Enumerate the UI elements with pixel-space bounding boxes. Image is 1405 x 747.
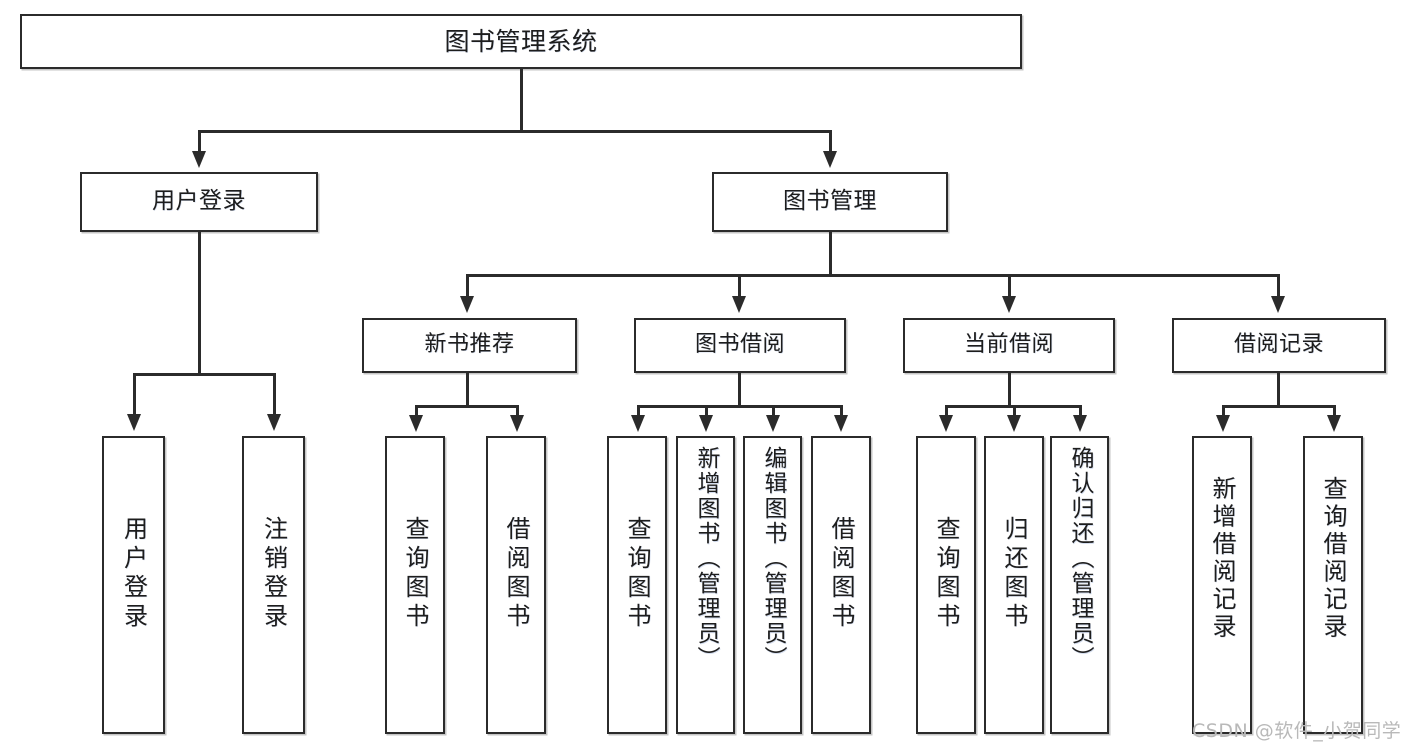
leaf-query-book-3[interactable]: 查询图书 <box>916 436 976 734</box>
node-label: 图书管理 <box>783 188 877 215</box>
connector-bookmanage-drop-1 <box>466 274 469 297</box>
connector-newbook-drop-2 <box>516 405 519 416</box>
node-book-borrow[interactable]: 图书借阅 <box>634 318 846 373</box>
node-borrow-record[interactable]: 借阅记录 <box>1172 318 1386 373</box>
arrowhead-borrow-record <box>1271 296 1285 313</box>
connector-userlogin-drop-1 <box>133 373 136 415</box>
node-label: 查询图书 <box>401 516 429 632</box>
node-label: 借阅图书 <box>827 516 855 632</box>
connector-borrowrecord-drop-2 <box>1333 405 1336 416</box>
arrowhead-new-book-recommend <box>460 296 474 313</box>
node-current-borrow[interactable]: 当前借阅 <box>903 318 1115 373</box>
connector-bookmanage-drop-2 <box>738 274 741 297</box>
node-label: 借阅记录 <box>1233 332 1324 358</box>
leaf-return-book[interactable]: 归还图书 <box>984 436 1044 734</box>
connector-userlogin-bus <box>133 373 276 376</box>
arrowhead-leaf-query-book-3 <box>939 415 953 432</box>
arrowhead-leaf-edit-book <box>766 415 780 432</box>
leaf-add-record[interactable]: 新增借阅记录 <box>1192 436 1252 734</box>
connector-userlogin-stem <box>198 232 201 374</box>
connector-newbook-drop-1 <box>415 405 418 416</box>
connector-currentborrow-drop-1 <box>945 405 948 416</box>
node-label: 注销登录 <box>259 516 288 632</box>
connector-bookmanage-drop-4 <box>1277 274 1280 297</box>
node-user-login[interactable]: 用户登录 <box>80 172 318 232</box>
leaf-user-login[interactable]: 用户登录 <box>102 436 165 734</box>
connector-currentborrow-drop-3 <box>1079 405 1082 416</box>
arrowhead-leaf-borrow-book-1 <box>510 415 524 432</box>
connector-bookborrow-stem <box>738 373 741 406</box>
node-label: 图书管理系统 <box>444 26 598 56</box>
connector-bookmanage-bus <box>466 274 1280 277</box>
arrowhead-leaf-logout <box>267 414 281 431</box>
leaf-query-book-1[interactable]: 查询图书 <box>385 436 445 734</box>
arrowhead-book-manage <box>823 151 837 168</box>
arrowhead-user-login <box>192 151 206 168</box>
node-root-book-management-system[interactable]: 图书管理系统 <box>20 14 1022 69</box>
connector-borrowrecord-drop-1 <box>1222 405 1225 416</box>
connector-bookmanage-drop-3 <box>1008 274 1011 297</box>
arrowhead-book-borrow <box>732 296 746 313</box>
node-label: 查询借阅记录 <box>1319 476 1347 641</box>
node-book-manage[interactable]: 图书管理 <box>712 172 948 232</box>
arrowhead-leaf-confirm-return <box>1073 415 1087 432</box>
connector-borrowrecord-stem <box>1277 373 1280 406</box>
leaf-add-book[interactable]: 新增图书（管理员） <box>676 436 735 734</box>
arrowhead-current-borrow <box>1002 296 1016 313</box>
arrowhead-leaf-borrow-book-2 <box>834 415 848 432</box>
connector-root-bus <box>198 130 830 133</box>
connector-root-drop-2 <box>829 130 832 152</box>
connector-borrowrecord-bus <box>1222 405 1336 408</box>
connector-bookmanage-stem <box>829 232 832 275</box>
node-label: 确认归还（管理员） <box>1067 446 1093 671</box>
arrowhead-leaf-query-book-2 <box>631 415 645 432</box>
node-label: 编辑图书（管理员） <box>760 446 786 671</box>
leaf-edit-book[interactable]: 编辑图书（管理员） <box>743 436 802 734</box>
node-label: 当前借阅 <box>963 332 1054 358</box>
node-label: 查询图书 <box>932 516 960 632</box>
connector-root-drop-1 <box>198 130 201 152</box>
connector-bookborrow-drop-4 <box>840 405 843 416</box>
leaf-logout[interactable]: 注销登录 <box>242 436 305 734</box>
node-label: 新增借阅记录 <box>1208 476 1236 641</box>
connector-bookborrow-drop-1 <box>637 405 640 416</box>
node-label: 用户登录 <box>119 516 148 632</box>
node-label: 图书借阅 <box>694 332 785 358</box>
arrowhead-leaf-add-book <box>699 415 713 432</box>
leaf-borrow-book-2[interactable]: 借阅图书 <box>811 436 871 734</box>
arrowhead-leaf-query-book-1 <box>409 415 423 432</box>
node-label: 用户登录 <box>152 188 246 215</box>
leaf-query-record[interactable]: 查询借阅记录 <box>1303 436 1363 734</box>
arrowhead-leaf-add-record <box>1216 415 1230 432</box>
connector-bookborrow-drop-2 <box>705 405 708 416</box>
leaf-query-book-2[interactable]: 查询图书 <box>607 436 667 734</box>
connector-userlogin-drop-2 <box>273 373 276 415</box>
node-new-book-recommend[interactable]: 新书推荐 <box>362 318 577 373</box>
node-label: 借阅图书 <box>502 516 530 632</box>
arrowhead-leaf-return-book <box>1007 415 1021 432</box>
arrowhead-leaf-user-login <box>127 414 141 431</box>
connector-bookborrow-bus <box>637 405 843 408</box>
connector-root-stem <box>520 69 523 131</box>
connector-currentborrow-stem <box>1008 373 1011 406</box>
node-label: 新增图书（管理员） <box>693 446 719 671</box>
connector-currentborrow-drop-2 <box>1013 405 1016 416</box>
node-label: 新书推荐 <box>424 332 515 358</box>
node-label: 查询图书 <box>623 516 651 632</box>
connector-bookborrow-drop-3 <box>772 405 775 416</box>
node-label: 归还图书 <box>1000 516 1028 632</box>
leaf-borrow-book-1[interactable]: 借阅图书 <box>486 436 546 734</box>
arrowhead-leaf-query-record <box>1327 415 1341 432</box>
leaf-confirm-return[interactable]: 确认归还（管理员） <box>1050 436 1109 734</box>
connector-newbook-stem <box>466 373 469 406</box>
connector-newbook-bus <box>415 405 519 408</box>
